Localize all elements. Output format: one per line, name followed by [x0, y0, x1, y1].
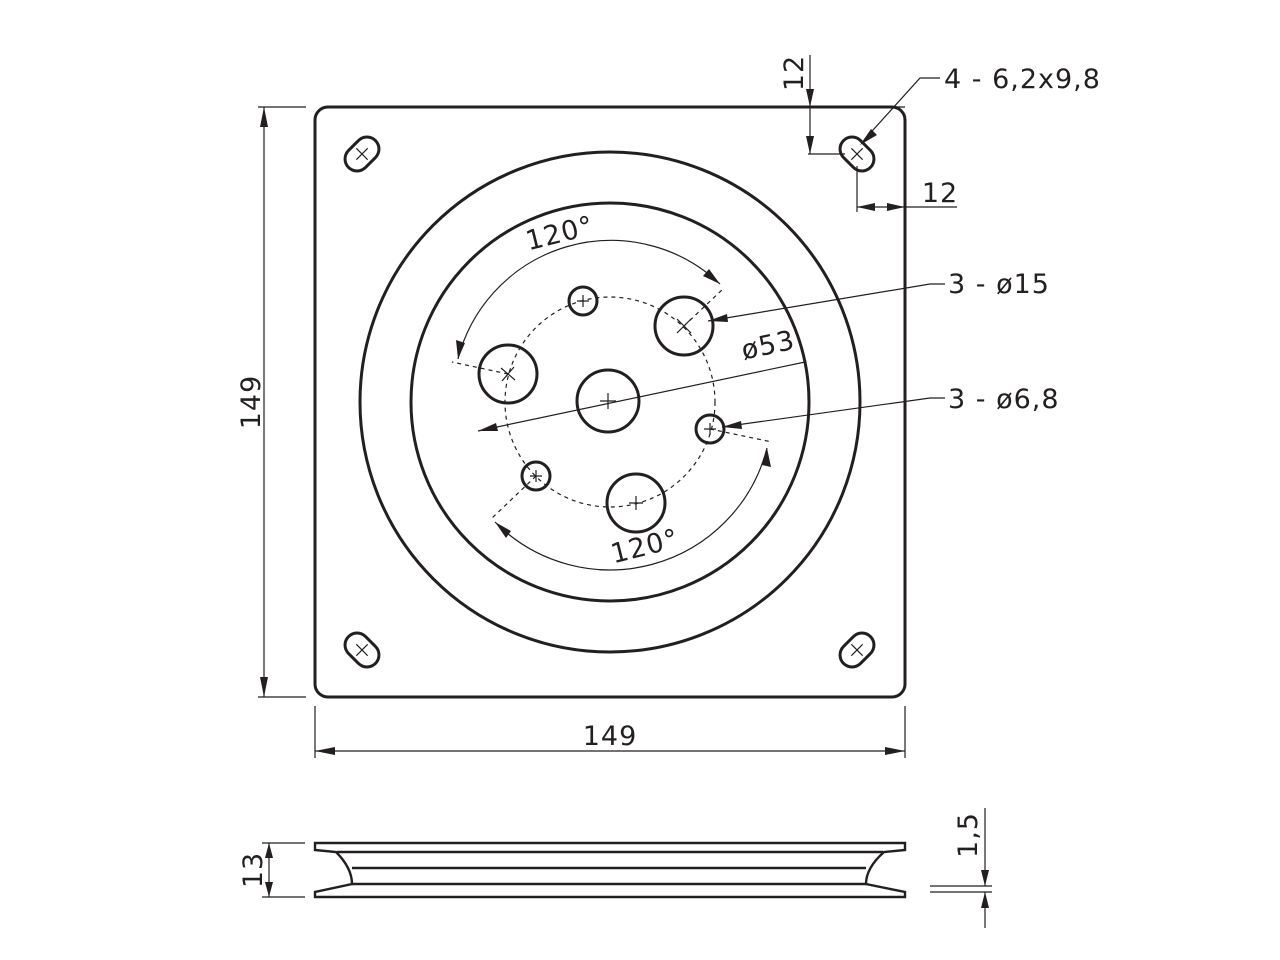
inner-ring [409, 201, 811, 603]
slot-hole [838, 631, 876, 669]
center-hole [575, 368, 641, 434]
side-view [313, 841, 907, 899]
small-hole [520, 460, 552, 492]
pitch-diameter-label: ø53 [739, 325, 798, 367]
dimension-side-thickness: 1,5 [930, 808, 992, 928]
angle-top: 120° [456, 210, 721, 360]
callout-slots: 4 - 6,2x9,8 [860, 64, 1101, 145]
dimension-width: 149 [314, 706, 906, 758]
slot-vertical-label: 12 [779, 55, 810, 91]
angle-bottom: 120° [494, 447, 771, 571]
dimension-slot-vertical: 12 [779, 55, 905, 155]
width-label: 149 [583, 721, 638, 752]
large-hole [605, 472, 667, 534]
plate-outline [313, 105, 907, 699]
slot-hole [838, 135, 876, 173]
height-label: 149 [236, 375, 267, 430]
dimension-pitch-diameter: ø53 [477, 325, 806, 432]
side-profile [313, 841, 907, 899]
angle-bottom-label: 120° [608, 523, 682, 570]
slot-hole [343, 631, 381, 669]
side-thickness-label: 1,5 [953, 812, 984, 858]
slot-horizontal-label: 12 [922, 178, 958, 209]
dimension-height: 149 [236, 106, 306, 698]
outer-ring [358, 150, 862, 654]
slots-callout-label: 4 - 6,2x9,8 [944, 64, 1101, 95]
dimension-side-height: 13 [238, 842, 305, 898]
large-hole [653, 295, 715, 357]
dimension-slot-horizontal: 12 [856, 166, 958, 212]
top-view [313, 105, 907, 699]
slot-hole [343, 135, 381, 173]
callout-large-holes: 3 - ø15 [707, 269, 1050, 322]
callout-small-holes: 3 - ø6,8 [721, 384, 1060, 429]
small-holes-callout-label: 3 - ø6,8 [948, 384, 1060, 415]
small-hole [694, 413, 726, 445]
large-holes-callout-label: 3 - ø15 [948, 269, 1050, 300]
large-hole [477, 343, 539, 405]
small-hole [567, 285, 599, 317]
side-height-label: 13 [238, 852, 269, 888]
